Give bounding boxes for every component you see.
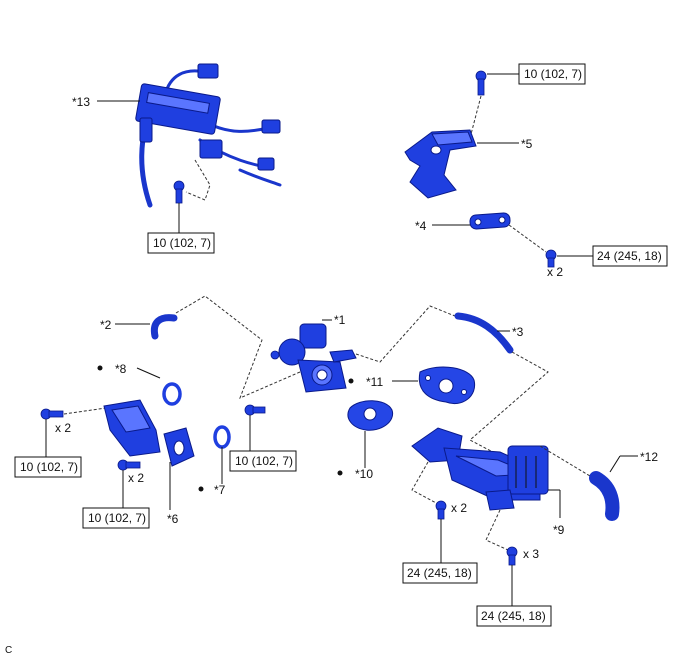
dash-2-route — [175, 295, 301, 399]
part-8-ring — [162, 382, 182, 406]
dash-1-route — [355, 305, 456, 363]
bolt-13 — [173, 180, 185, 204]
corner-code: C — [5, 645, 12, 656]
qty-cooler-1: x 2 — [451, 501, 467, 515]
torque-box-5 — [518, 63, 586, 85]
torque-box-4 — [592, 245, 668, 267]
dash-cooler-1 — [411, 461, 439, 505]
part-11-gasket — [418, 366, 476, 404]
bolt-4 — [545, 249, 557, 268]
torque-cooler-1: 24 (245, 18) — [407, 566, 472, 580]
bolt-left-1 — [40, 408, 64, 420]
callout-6: *6 — [167, 512, 179, 526]
bolt-center — [244, 404, 266, 416]
qty-4: x 2 — [547, 265, 563, 279]
callout-1: *1 — [334, 313, 346, 327]
bullet-10 — [337, 470, 343, 476]
torque-box-cooler-1 — [402, 562, 478, 584]
callout-5: *5 — [521, 137, 533, 151]
dash-cooler-2 — [485, 509, 509, 551]
torque-left-2: 10 (102, 7) — [88, 511, 146, 525]
torque-left-1: 10 (102, 7) — [20, 460, 78, 474]
part-6-egr-pipe — [103, 399, 195, 467]
dash-4-bolt — [508, 224, 547, 253]
callout-9: *9 — [553, 523, 565, 537]
part-5-bracket — [404, 129, 477, 199]
bullet-8 — [97, 365, 103, 371]
qty-left-2: x 2 — [128, 471, 144, 485]
callout-11: *11 — [366, 375, 383, 389]
part-3-pipe — [454, 312, 514, 354]
part-2-pipe — [150, 314, 178, 340]
torque-box-cooler-2 — [476, 605, 552, 627]
callout-2: *2 — [100, 318, 112, 332]
callout-4: *4 — [415, 219, 427, 233]
dash-left-1 — [63, 407, 107, 415]
qty-left-1: x 2 — [55, 421, 71, 435]
torque-5: 10 (102, 7) — [524, 67, 582, 81]
part-7-ring — [213, 425, 231, 449]
bolt-5 — [475, 70, 487, 96]
part-12-hose — [589, 471, 620, 521]
dash-5-bolt — [469, 95, 482, 139]
callout-8: *8 — [115, 362, 127, 376]
torque-box-left-1 — [14, 456, 82, 478]
callout-13: *13 — [72, 95, 90, 109]
callout-10: *10 — [355, 467, 373, 481]
torque-13: 10 (102, 7) — [153, 236, 211, 250]
bullet-7 — [198, 486, 204, 492]
callout-7: *7 — [214, 483, 226, 497]
torque-box-center — [229, 450, 297, 472]
callout-3: *3 — [512, 325, 524, 339]
bolt-left-2 — [117, 459, 141, 471]
torque-box-left-2 — [82, 507, 150, 529]
part-10-gasket — [347, 400, 394, 431]
callout-12: *12 — [640, 450, 658, 464]
torque-cooler-2: 24 (245, 18) — [481, 609, 546, 623]
leader-8 — [136, 367, 161, 379]
part-9-egr-cooler — [411, 427, 549, 511]
bolt-cooler-1 — [435, 500, 447, 520]
qty-cooler-2: x 3 — [523, 547, 539, 561]
leader-12b — [609, 455, 621, 473]
torque-center: 10 (102, 7) — [235, 454, 293, 468]
bolt-cooler-2 — [506, 546, 518, 566]
dash-3-route — [469, 351, 549, 461]
part-13-harness-assembly — [135, 63, 282, 208]
torque-box-13 — [147, 232, 215, 254]
dash-13-bolt — [185, 159, 211, 201]
bullet-11 — [348, 378, 354, 384]
part-1-egr-valve — [270, 323, 357, 393]
part-4-plate — [469, 212, 511, 230]
torque-4: 24 (245, 18) — [597, 249, 662, 263]
